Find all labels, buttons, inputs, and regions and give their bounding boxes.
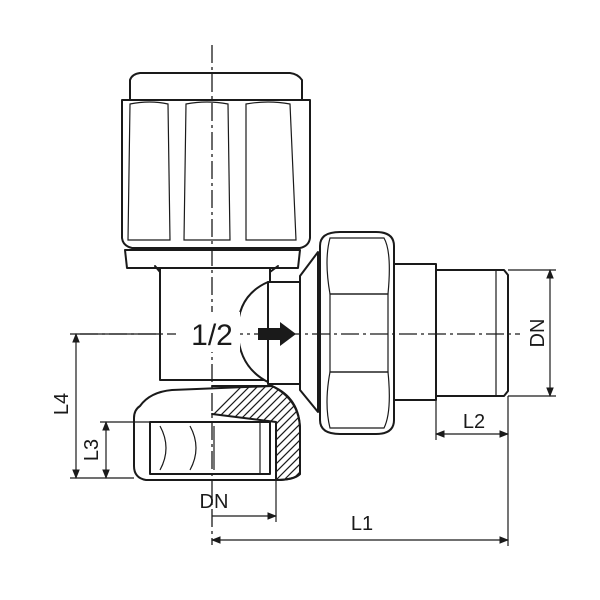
union-nut <box>319 231 437 435</box>
dimension-label-dn-right: DN <box>527 319 549 348</box>
dimension-dn-right: DN <box>508 269 556 397</box>
dimension-label-l3: L3 <box>81 439 103 461</box>
dimension-label-dn-bottom: DN <box>200 491 229 513</box>
size-label: 1/2 <box>191 319 233 352</box>
dimension-label-l2: L2 <box>463 411 485 433</box>
dimension-dn-bottom: DN <box>200 480 277 522</box>
dimension-l1: L1 <box>211 396 509 546</box>
flow-direction-arrow <box>258 322 296 346</box>
dimension-l4: L4 <box>51 333 160 479</box>
bottom-inlet <box>133 385 301 481</box>
threaded-tail <box>435 269 509 397</box>
handwheel <box>121 72 311 269</box>
dimension-label-l4: L4 <box>51 393 73 415</box>
dimension-l2: L2 <box>435 396 509 440</box>
dimension-l3: L3 <box>81 421 150 479</box>
dimension-label-l1: L1 <box>351 513 373 535</box>
